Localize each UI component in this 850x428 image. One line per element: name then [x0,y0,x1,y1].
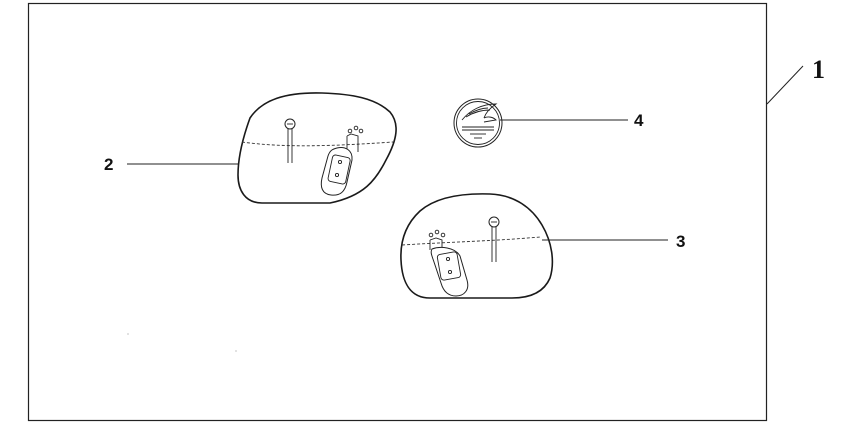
speck [235,350,237,352]
callout-1: 1 [812,55,825,84]
wing-emblem [453,98,503,148]
leader-line-1 [766,65,804,105]
speck [127,333,129,335]
callout-3: 3 [676,232,685,251]
left-saddlebag [237,92,397,204]
right-saddlebag [400,193,554,299]
callout-4: 4 [634,111,644,130]
callout-2: 2 [104,155,113,174]
kit-frame [27,2,768,422]
